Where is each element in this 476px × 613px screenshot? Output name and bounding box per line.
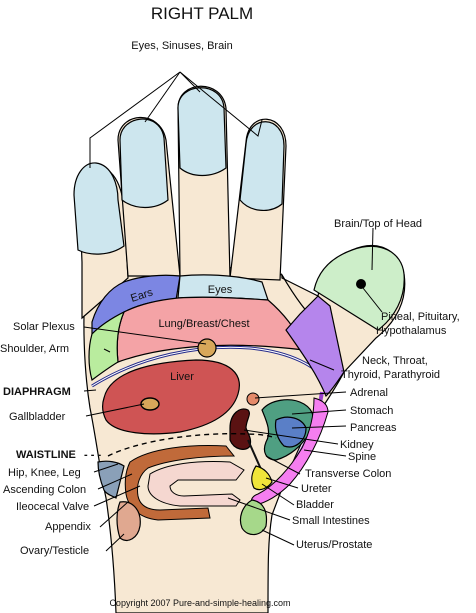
label-solar-plexus: Solar Plexus xyxy=(13,321,75,333)
gallbladder-point xyxy=(140,397,160,411)
waistline-dots: - - - xyxy=(84,449,101,461)
neck-region xyxy=(285,295,345,398)
bladder-region xyxy=(251,465,273,491)
adrenal-point xyxy=(246,392,260,406)
label-ovary: Ovary/Testicle xyxy=(20,545,89,557)
label-transverse: Transverse Colon xyxy=(305,468,391,480)
label-diaphragm: DIAPHRAGM xyxy=(3,386,71,398)
eyes-sinuses-brain-leads xyxy=(89,71,263,168)
label-shoulder-arm: Shoulder, Arm xyxy=(0,343,69,355)
label-eyes: Eyes xyxy=(208,284,233,296)
pinky-tip xyxy=(73,162,125,255)
label-gallbladder: Gallbladder xyxy=(9,411,66,423)
small-intestine-region xyxy=(147,461,245,507)
label-pancreas: Pancreas xyxy=(350,422,397,434)
label-spine: Spine xyxy=(348,451,376,463)
label-ileocecal: Ileocecal Valve xyxy=(16,501,89,513)
pineal-point xyxy=(356,279,366,289)
label-lung: Lung/Breast/Chest xyxy=(158,318,249,330)
label-small-int: Small Intestines xyxy=(292,515,370,527)
middle-tip xyxy=(177,87,227,177)
diagram-title: RIGHT PALM xyxy=(151,4,253,23)
waistline-line xyxy=(107,433,277,457)
ring-tip xyxy=(119,118,169,209)
solar-plexus-point xyxy=(197,338,217,358)
label-waistline: WAISTLINE xyxy=(16,449,76,461)
label-kidney: Kidney xyxy=(340,439,374,451)
copyright-text: Copyright 2007 Pure-and-simple-healing.c… xyxy=(109,598,290,608)
label-liver: Liver xyxy=(170,371,194,383)
ovary-region xyxy=(116,501,141,541)
leader-lines xyxy=(83,227,383,552)
label-eyes-sinuses-brain: Eyes, Sinuses, Brain xyxy=(131,40,233,52)
label-ureter: Ureter xyxy=(301,483,332,495)
colon-region xyxy=(124,445,236,521)
label-stomach: Stomach xyxy=(350,405,393,417)
label-brain-top: Brain/Top of Head xyxy=(334,218,422,230)
label-pineal-line2: Hypothalamus xyxy=(376,325,447,337)
label-neck-line2: Thyroid, Parathyroid xyxy=(341,369,440,381)
liver-region xyxy=(102,359,240,435)
label-hip: Hip, Knee, Leg xyxy=(8,467,81,479)
label-adrenal: Adrenal xyxy=(350,387,388,399)
uterus-region xyxy=(239,499,268,536)
label-bladder: Bladder xyxy=(296,499,334,511)
kidney-region xyxy=(229,408,252,450)
label-uterus: Uterus/Prostate xyxy=(296,539,372,551)
label-neck-line1: Neck, Throat, xyxy=(362,355,428,367)
label-appendix: Appendix xyxy=(45,521,91,533)
label-ascending: Ascending Colon xyxy=(3,484,86,496)
label-pineal-line1: Pineal, Pituitary, xyxy=(381,311,460,323)
hip-region xyxy=(97,460,125,499)
